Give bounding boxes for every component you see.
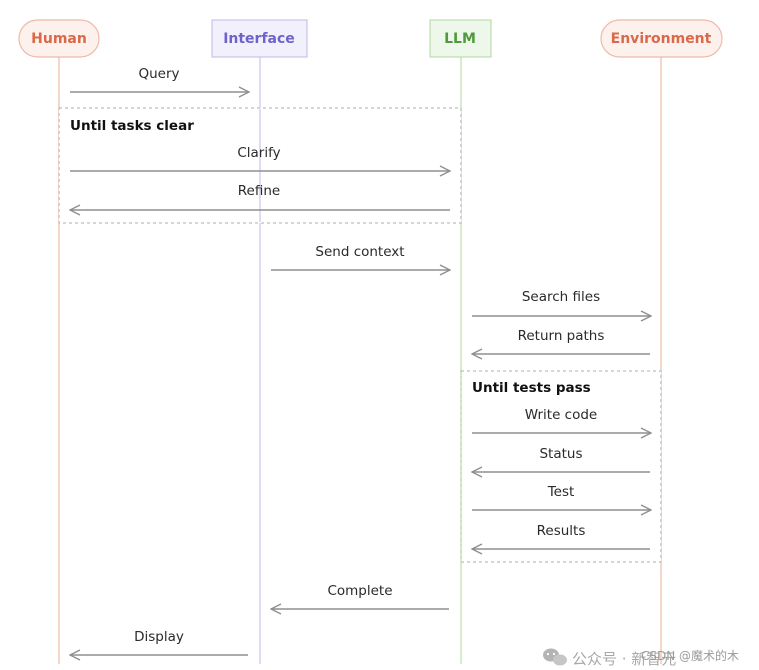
message-send-context: Send context: [271, 244, 450, 270]
message-complete: Complete: [271, 583, 449, 609]
message-return-paths: Return paths: [472, 328, 650, 354]
message-test: Test: [472, 484, 651, 510]
participant-label-human: Human: [31, 31, 87, 47]
message-label-search-files: Search files: [522, 289, 600, 305]
participant-label-environment: Environment: [611, 31, 712, 47]
participant-box-human: [18, 19, 100, 58]
participant-environment: Environment: [600, 19, 723, 58]
message-display: Display: [70, 629, 248, 655]
message-label-status: Status: [539, 446, 582, 462]
message-label-test: Test: [547, 484, 575, 500]
participant-label-interface: Interface: [223, 31, 295, 47]
message-label-return-paths: Return paths: [518, 328, 605, 344]
participants: Human Interface LLM Environment: [18, 19, 723, 58]
message-label-send-context: Send context: [315, 244, 404, 260]
message-label-write-code: Write code: [525, 407, 598, 423]
message-label-clarify: Clarify: [237, 145, 280, 161]
wechat-icon: [543, 648, 567, 666]
loop-frame-until-tests-pass: [460, 370, 662, 563]
loop-label-until-tests-pass: Until tests pass: [472, 380, 591, 396]
message-refine: Refine: [70, 183, 450, 210]
message-label-query: Query: [138, 66, 179, 82]
lifeline-overlays: [259, 109, 462, 561]
watermark: 公众号 · 新智元 CSDN @魔术的木: [543, 648, 739, 668]
message-label-results: Results: [537, 523, 586, 539]
message-query: Query: [70, 66, 249, 92]
message-write-code: Write code: [472, 407, 651, 433]
message-results: Results: [472, 523, 650, 549]
message-status: Status: [472, 446, 650, 472]
messages: Query Clarify Refine Send context Search…: [70, 66, 651, 655]
message-search-files: Search files: [472, 289, 651, 316]
message-clarify: Clarify: [70, 145, 450, 171]
participant-box-llm: [429, 19, 492, 58]
loop-label-until-tasks-clear: Until tasks clear: [70, 118, 194, 134]
participant-label-llm: LLM: [444, 31, 476, 47]
message-label-refine: Refine: [238, 183, 280, 199]
participant-interface: Interface: [211, 19, 308, 58]
watermark-text: 公众号 · 新智元: [572, 650, 676, 668]
participant-llm: LLM: [429, 19, 492, 58]
participant-box-interface: [211, 19, 308, 58]
message-label-display: Display: [134, 629, 184, 645]
message-label-complete: Complete: [327, 583, 392, 599]
participant-human: Human: [18, 19, 100, 58]
participant-box-environment: [600, 19, 723, 58]
watermark-overlay-text: CSDN @魔术的木: [641, 648, 739, 663]
